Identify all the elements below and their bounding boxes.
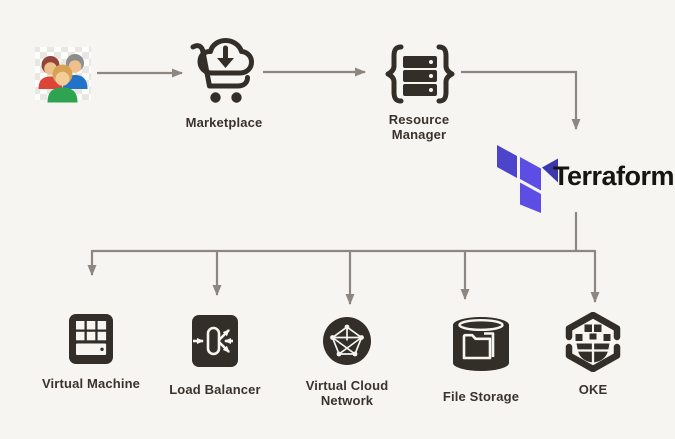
load-balancer-label: Load Balancer: [169, 382, 261, 397]
oke-label: OKE: [578, 382, 608, 397]
virtual-machine-label: Virtual Machine: [41, 376, 141, 391]
node-marketplace: [186, 34, 262, 108]
load-balancer-icon: [192, 315, 238, 367]
node-users: [33, 45, 93, 105]
virtual-cloud-network-label: Virtual Cloud Network: [305, 378, 389, 409]
node-oke: [565, 312, 621, 372]
file-storage-label: File Storage: [442, 389, 520, 404]
resource-manager-label: Resource Manager: [388, 112, 450, 143]
oke-icon: [565, 312, 621, 372]
resource-manager-icon: [385, 44, 455, 104]
marketplace-label: Marketplace: [185, 115, 263, 130]
virtual-cloud-network-icon: [323, 317, 371, 365]
file-storage-icon: [453, 317, 509, 371]
terraform-logo: [497, 145, 558, 213]
node-load-balancer: [192, 315, 238, 367]
node-file-storage: [452, 316, 510, 372]
node-virtual-cloud-network: [322, 316, 372, 366]
node-virtual-machine: [69, 314, 113, 364]
users-icon: [35, 47, 91, 103]
node-terraform: [497, 145, 559, 213]
marketplace-cart-icon: [190, 38, 254, 103]
node-resource-manager: [385, 43, 455, 105]
virtual-machine-icon: [69, 314, 113, 364]
terraform-label: Terraform: [553, 161, 675, 191]
